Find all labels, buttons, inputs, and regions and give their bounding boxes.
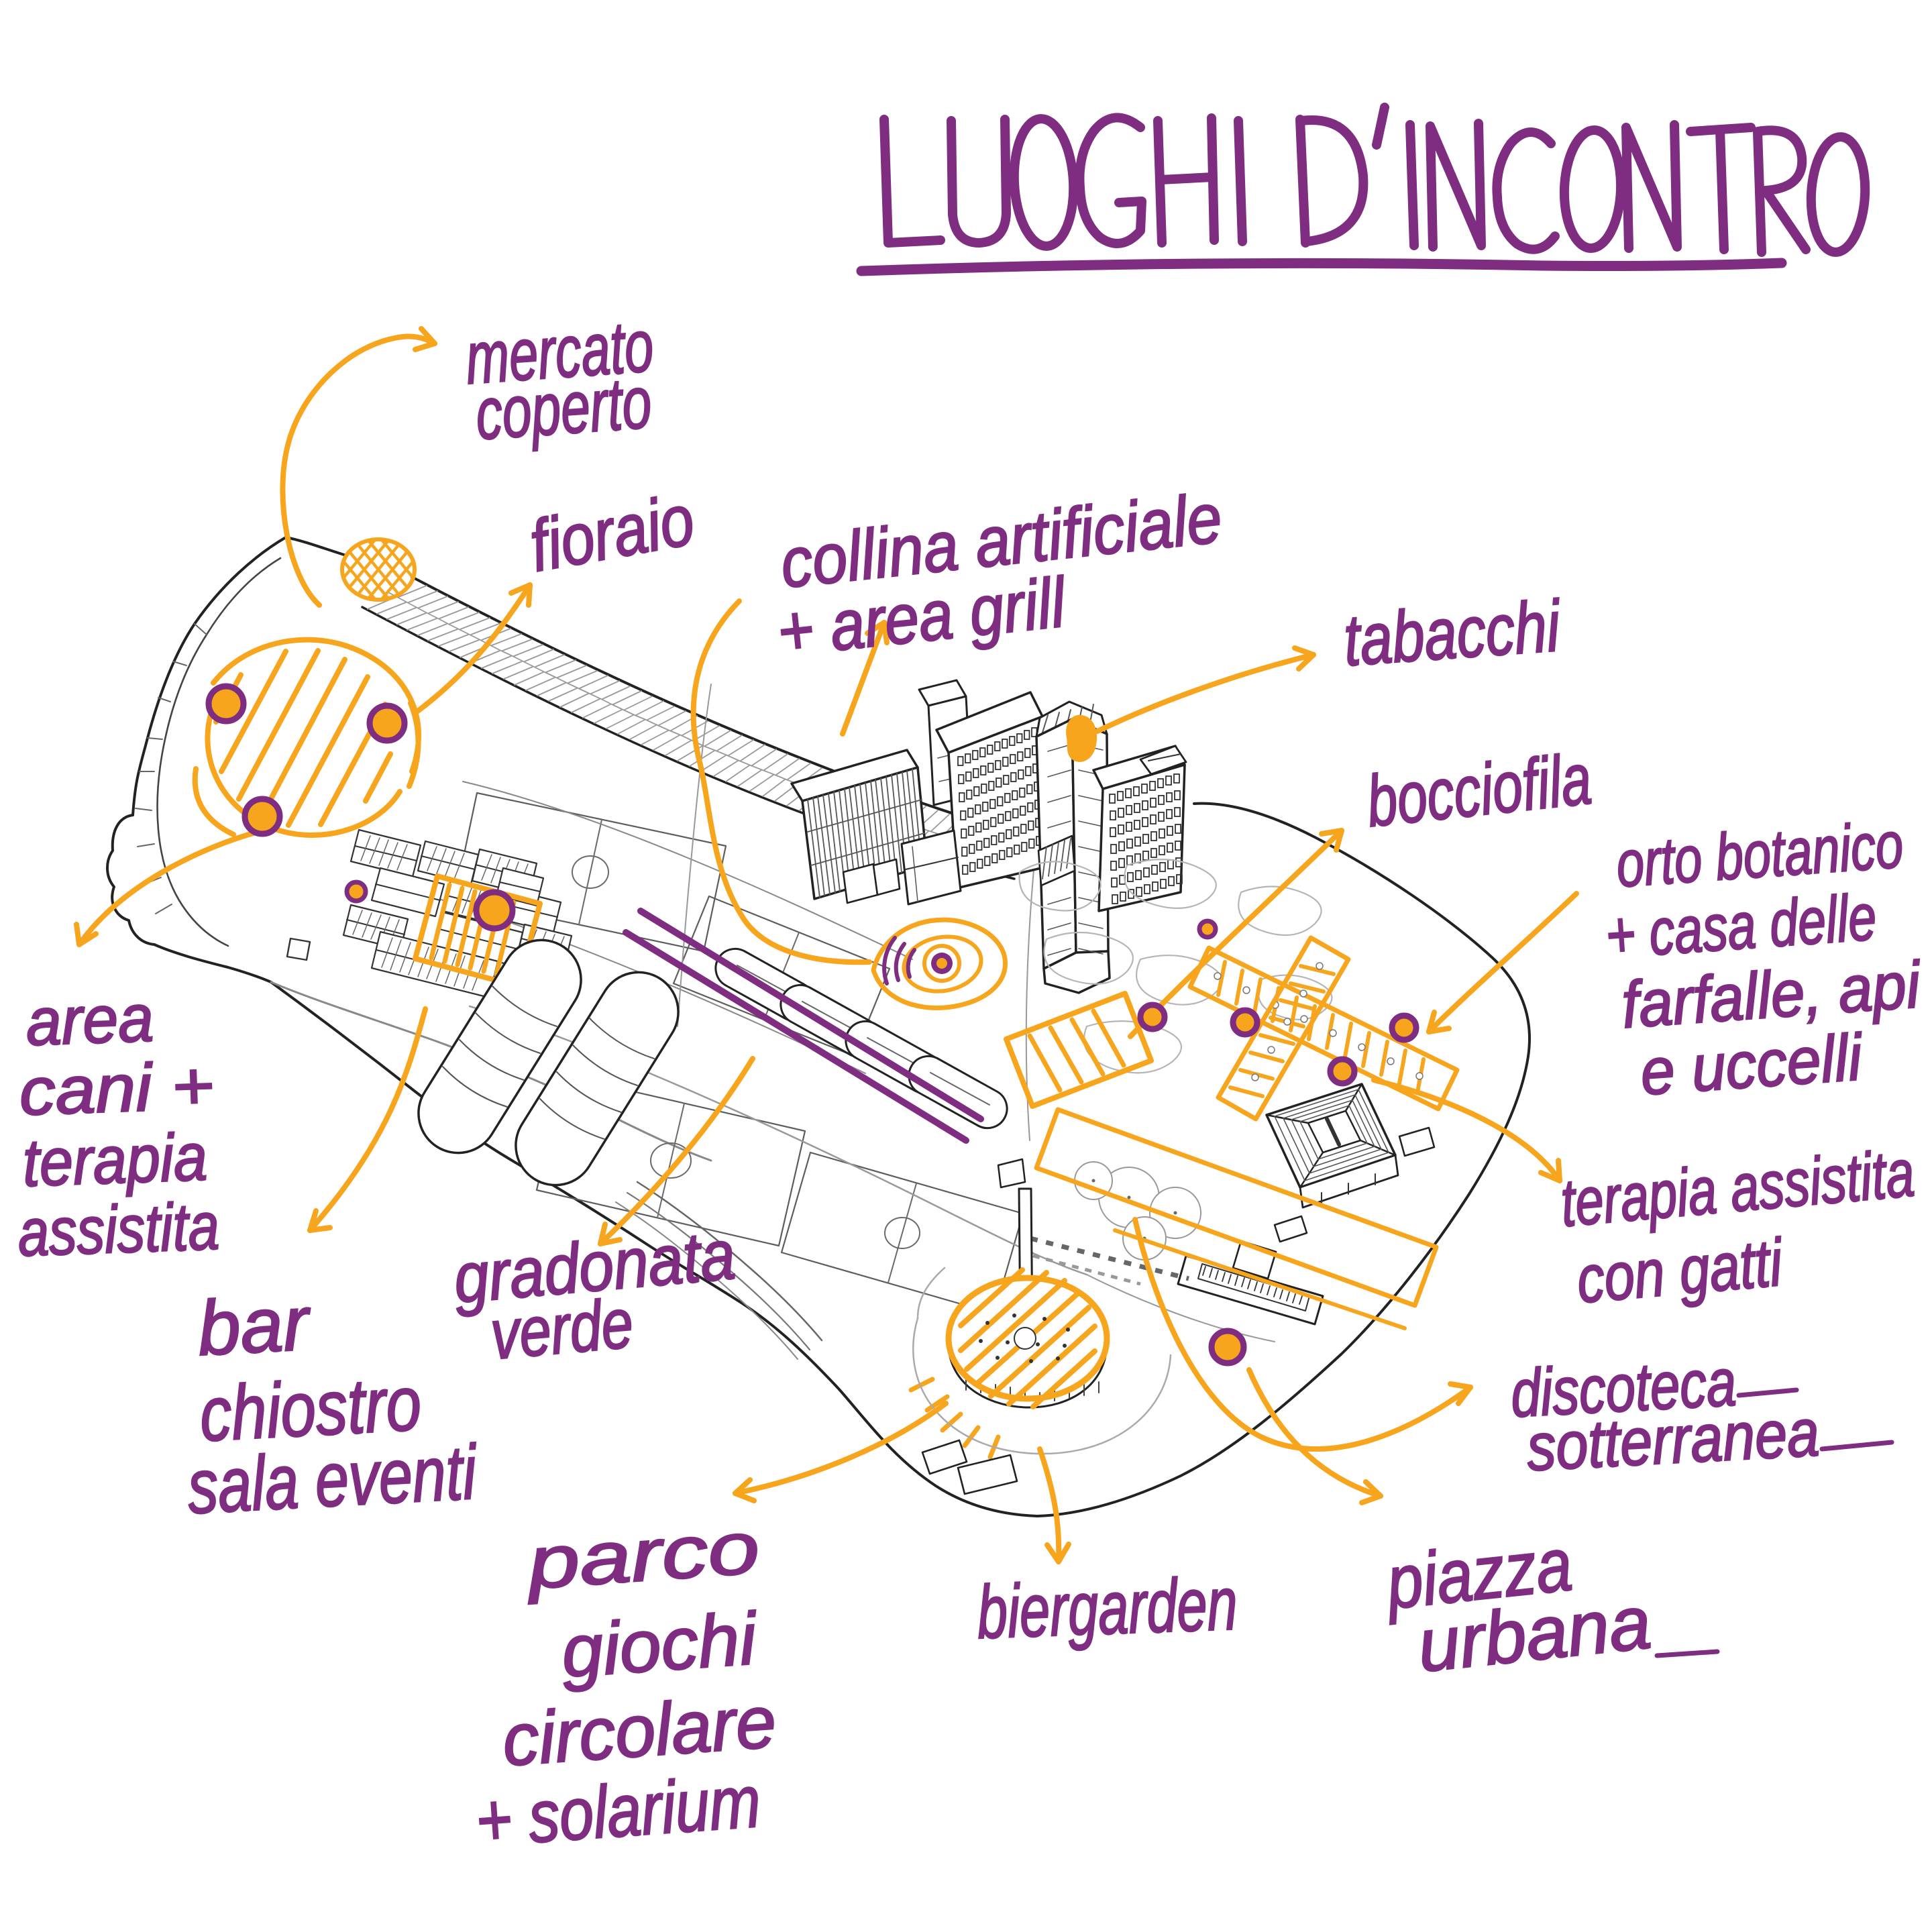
- svg-text:discoteca: discoteca: [1509, 1345, 1737, 1432]
- svg-text:verde: verde: [488, 1284, 636, 1375]
- svg-text:tabacchi: tabacchi: [1341, 585, 1564, 681]
- svg-text:terapia: terapia: [21, 1119, 209, 1201]
- svg-text:area: area: [25, 980, 155, 1060]
- svg-text:sala eventi: sala eventi: [186, 1429, 480, 1529]
- svg-text:assistita: assistita: [17, 1189, 221, 1271]
- svg-text:biergarden: biergarden: [975, 1562, 1238, 1654]
- svg-text:sotterranea: sotterranea: [1525, 1395, 1821, 1485]
- svg-text:parco: parco: [523, 1506, 761, 1605]
- svg-text:circolare: circolare: [500, 1680, 779, 1782]
- svg-text:bar: bar: [196, 1280, 314, 1372]
- svg-text:cani +: cani +: [18, 1048, 215, 1130]
- svg-text:giochi: giochi: [559, 1597, 760, 1693]
- svg-text:chiostro: chiostro: [198, 1360, 423, 1458]
- svg-text:e uccelli: e uccelli: [1638, 1020, 1866, 1109]
- svg-text:piazza: piazza: [1381, 1522, 1576, 1625]
- svg-text:coperto: coperto: [473, 361, 654, 455]
- svg-text:+ solarium: + solarium: [473, 1760, 763, 1862]
- svg-text:mercato: mercato: [463, 305, 656, 400]
